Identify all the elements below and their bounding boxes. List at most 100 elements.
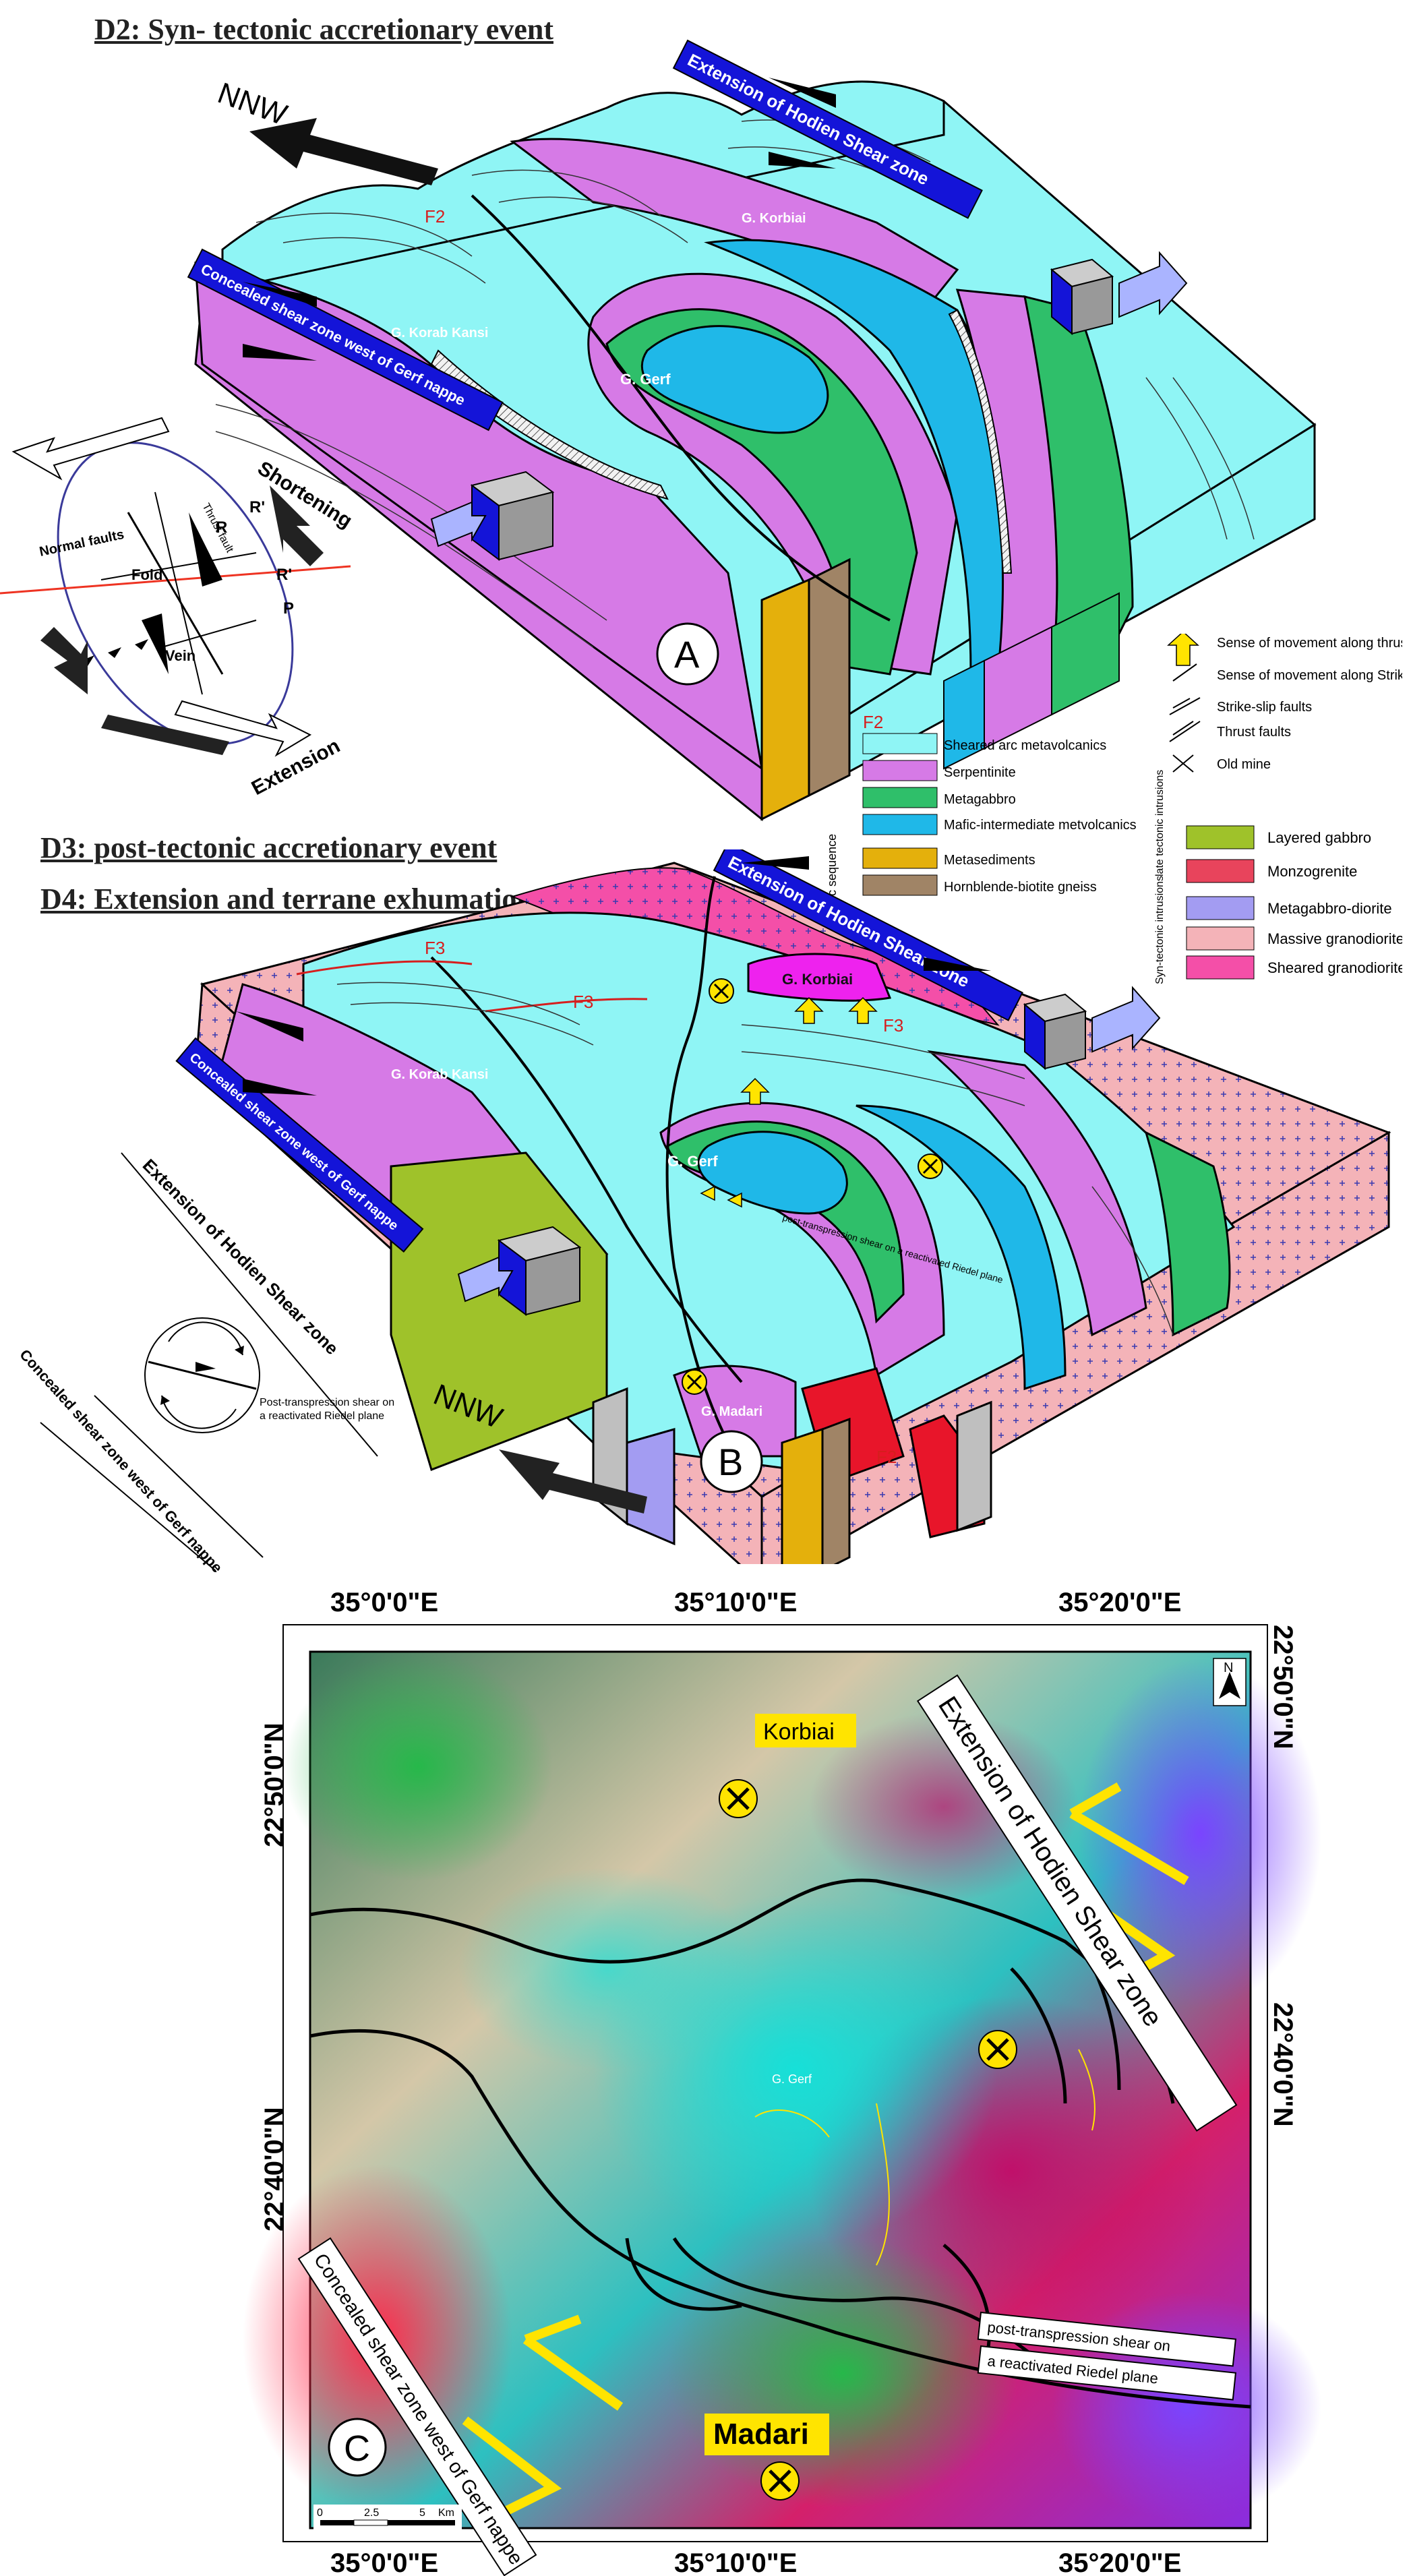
scale-tick-0: 0 [317, 2507, 323, 2519]
shear-arrow-b2 [924, 957, 991, 971]
extension-arrow-bottom-right [174, 700, 312, 757]
svg-text:Old mine: Old mine [1217, 757, 1271, 772]
fold-label-b2: F3 [573, 992, 593, 1012]
block-diagram-b: Extension of Hodien Shear zone Concealed… [175, 849, 1391, 1564]
map-label-madari: Madari [713, 2418, 809, 2451]
compression-box-a-right [1050, 251, 1188, 336]
foliation-lines-b [336, 982, 1174, 1336]
swatch-mafic [862, 814, 938, 835]
panel-letter-c: C [344, 2428, 370, 2469]
place-korbiai-a: G. Korbiai [742, 211, 806, 226]
scale-tick-1: 2.5 [364, 2507, 379, 2519]
fold-label-b1: F3 [425, 938, 445, 958]
place-korab-kansi-a: G. Korab Kansi [391, 326, 488, 340]
riedel-note-line2: a reactivated Riedel plane [260, 1410, 384, 1422]
svg-text:Serpentinite: Serpentinite [944, 765, 1016, 780]
thrust-fault-b [430, 956, 743, 1383]
svg-text:Sense of movement along thrust: Sense of movement along thrust planes [1217, 636, 1402, 651]
serp-band-right-b [927, 1050, 1147, 1337]
old-mine-icon-b1 [709, 978, 734, 1004]
swatch-gneiss [862, 874, 938, 896]
map-north-label: N [1224, 1660, 1233, 1675]
ellipse-r-prime-top: R' [249, 498, 265, 516]
swatch-monzogrenite [1186, 859, 1255, 883]
scale-bar-segment-2 [353, 2519, 388, 2526]
map-mine-icon-madari [760, 2461, 800, 2500]
old-mine-icon-b3 [682, 1369, 707, 1395]
north-arrow-icon [1219, 1672, 1240, 1699]
metasediments-slab-b [781, 1427, 824, 1564]
swatch-layered-gabbro [1186, 825, 1255, 849]
heading-d2: D2: Syn- tectonic accretionary event [94, 13, 553, 46]
compression-box-a-left [430, 471, 555, 561]
map-madari-box [704, 2414, 829, 2455]
gneiss-slab-a [808, 558, 851, 798]
compression-box-b-left [457, 1226, 582, 1316]
map-riedel-note: post-transpression shear on [977, 2311, 1237, 2367]
ellipse-fold: Fold [131, 566, 162, 583]
korbiai-pluton-b [747, 953, 892, 1002]
main-fault-b [665, 876, 729, 1443]
strain-ellipse-diagram: Normal faults Fold R R' Thrust fault R' … [0, 417, 356, 800]
thrust-fault-icon [1169, 721, 1201, 742]
shear-arrow-a3 [243, 282, 317, 307]
main-thrust-a [471, 194, 891, 622]
shear-arrow-a2 [769, 152, 836, 169]
panel-letter-c-circle [328, 2418, 387, 2477]
shear-arrow-b3 [236, 1011, 303, 1042]
svg-text:Metagabbro-diorite: Metagabbro-diorite [1267, 900, 1392, 917]
nnw-label-a: NNW [214, 76, 292, 131]
svg-text:Hornblende-biotite gneiss: Hornblende-biotite gneiss [944, 880, 1097, 895]
scale-bar-bg [313, 2505, 462, 2532]
fold-label-a2: F2 [863, 712, 883, 732]
map-yellow-traces [754, 2049, 1095, 2266]
x-tick-bottom-2: 35°10'0"E [674, 2548, 797, 2576]
metagabbro-diorite-slab-b [626, 1428, 676, 1546]
scale-unit: Km [438, 2507, 454, 2519]
svg-text:Mafic-intermediate metvolcanic: Mafic-intermediate metvolcanics [944, 818, 1137, 833]
y-tick-left-1: 22°50'0"N [260, 1723, 289, 1847]
panel-letter-a-circle [656, 622, 719, 686]
map-label-gerf: G. Gerf [772, 2072, 812, 2086]
panel-letter-b-circle [700, 1430, 763, 1493]
strike-slip-fault-icon [1169, 697, 1201, 715]
mafic-band-b [855, 1104, 1067, 1391]
swatch-metagabbro [862, 787, 938, 808]
svg-text:Strike-slip faults: Strike-slip faults [1217, 700, 1312, 715]
swatch-massive-granodiorite [1186, 926, 1255, 951]
gray-fault-slab-b2 [956, 1400, 992, 1532]
fold-label-b3: F3 [883, 1015, 903, 1036]
shear-hatch-a2 [948, 309, 1013, 574]
block-diagram-a: NNW Extension of Hodien Shear zone Conce… [187, 39, 1317, 822]
shear-arrow-b4 [243, 1079, 317, 1096]
svg-text:Sheared granodiorite: Sheared granodiorite [1267, 959, 1402, 976]
map-mine-icon-korbiai [719, 1779, 758, 1818]
svg-text:Massive granodiorite: Massive granodiorite [1267, 930, 1402, 947]
legend-group-late: late tectonic intrusions [1154, 770, 1166, 876]
y-tick-left-2: 22°40'0"N [260, 2107, 289, 2231]
place-korab-kansi-b: G. Korab Kansi [391, 1067, 488, 1082]
panel-letter-b: B [718, 1441, 743, 1483]
x-tick-top-2: 35°10'0"E [674, 1588, 797, 1617]
ellipse-p: P [283, 599, 294, 618]
shortening-arrow-top-right [270, 485, 324, 566]
svg-text:Metagabbro: Metagabbro [944, 792, 1016, 807]
f3-fold-line-2 [485, 998, 648, 1013]
gerf-core-b [697, 1131, 848, 1215]
strike-slip-arrow-icon [1172, 663, 1197, 682]
swatch-serpentinite [862, 760, 938, 781]
map-mine-icon-east [978, 2030, 1017, 2069]
y-tick-right-1: 22°50'0"N [1268, 1625, 1298, 1749]
thrust-arrows-yellow-b [700, 996, 878, 1208]
ellipse-r: R [216, 518, 227, 537]
place-gerf-a: G. Gerf [620, 371, 671, 388]
extension-arrow-top-left [11, 417, 170, 481]
heading-d4: D4: Extension and terrane exhumation [40, 882, 533, 916]
nnw-arrow-b [499, 1449, 647, 1514]
f3-fold-line-1 [296, 960, 473, 976]
x-tick-bottom-1: 35°0'0"E [330, 2548, 438, 2576]
y-tick-right-2: 22°40'0"N [1268, 2002, 1298, 2127]
label-extension: Extension [248, 735, 344, 800]
old-mine-icon [1172, 754, 1194, 773]
shortening-arrow-bottom-left [40, 627, 88, 694]
